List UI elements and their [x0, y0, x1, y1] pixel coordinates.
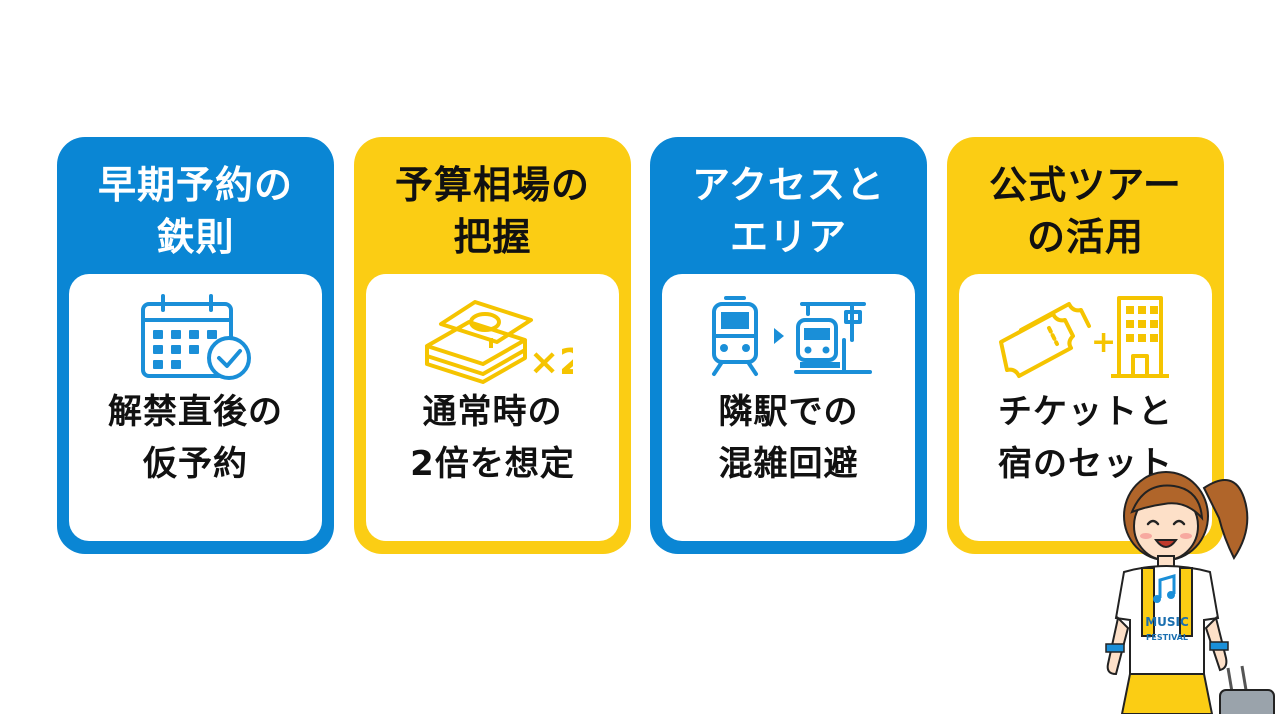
card-budget: 予算相場の 把握 ×2	[354, 137, 631, 554]
card-body-text: チケットと 宿のセット	[959, 386, 1212, 490]
card-title-line: アクセスと	[691, 163, 886, 207]
card-early-booking: 早期予約の 鉄則	[57, 137, 334, 554]
card-body-text: 隣駅での 混雑回避	[662, 386, 915, 490]
card-official-tour: 公式ツアー の活用 +	[947, 137, 1224, 554]
card-body-text: 解禁直後の 仮予約	[69, 386, 322, 490]
ticket-plus-hotel-icon: +	[998, 296, 1169, 378]
card-body: 解禁直後の 仮予約	[69, 274, 322, 541]
card-title-line: 予算相場の	[394, 163, 590, 207]
card-body-line: 混雑回避	[718, 444, 859, 484]
card-title: 予算相場の 把握	[354, 151, 631, 271]
card-title-line: エリア	[729, 215, 847, 259]
card-title: アクセスと エリア	[650, 151, 927, 271]
card-body-text: 通常時の 2倍を想定	[366, 386, 619, 490]
card-body: ×2 通常時の 2倍を想定	[366, 274, 619, 541]
card-title: 早期予約の 鉄則	[57, 151, 334, 271]
card-body-line: 通常時の	[422, 392, 563, 432]
card-body-line: チケットと	[998, 392, 1173, 432]
calendar-check-icon	[140, 294, 251, 380]
card-title-line: 鉄則	[156, 215, 235, 259]
card-body-line: 隣駅での	[718, 392, 859, 432]
card-access-area: アクセスと エリア	[650, 137, 927, 554]
card-body-line: 2倍を想定	[410, 444, 575, 484]
plus-label: +	[1091, 325, 1116, 360]
shirt-text-festival: FESTIVAL	[1146, 633, 1188, 642]
card-body: 隣駅での 混雑回避	[662, 274, 915, 541]
card-title: 公式ツアー の活用	[947, 151, 1224, 271]
card-title-line: 公式ツアー	[989, 163, 1182, 207]
multiplier-label: ×2	[529, 342, 573, 383]
card-title-line: 把握	[453, 215, 532, 259]
card-title-line: の活用	[1026, 215, 1144, 259]
card-body-line: 仮予約	[143, 444, 248, 484]
money-stack-icon: ×2	[424, 300, 573, 384]
train-to-station-icon	[711, 296, 872, 376]
card-body-line: 解禁直後の	[108, 392, 283, 432]
shirt-text-music: MUSIC	[1145, 615, 1189, 629]
festival-girl-mascot: MUSIC FESTIVAL	[1105, 471, 1275, 714]
card-title-line: 早期予約の	[97, 163, 293, 207]
card-body-line: 宿のセット	[998, 444, 1173, 484]
